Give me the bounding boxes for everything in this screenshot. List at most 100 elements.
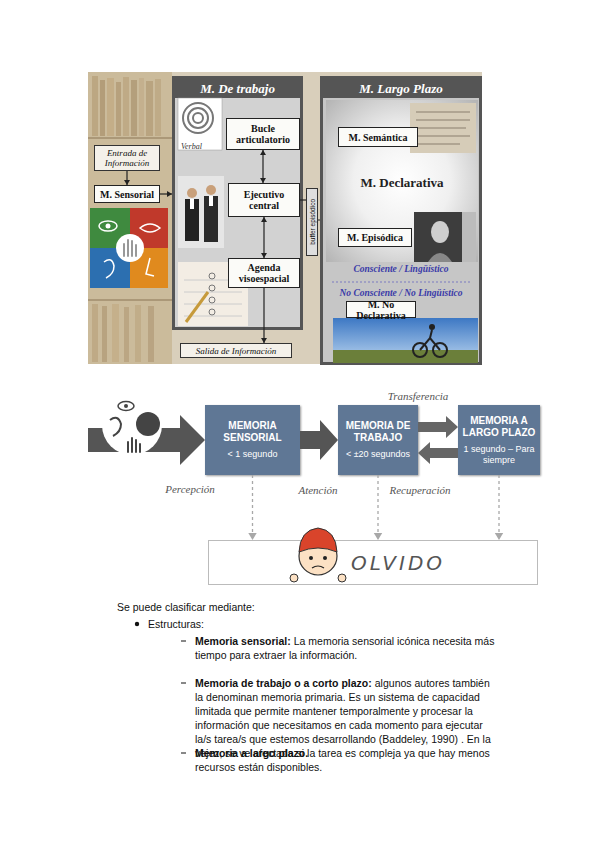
box-title: MEMORIA A LARGO PLAZO xyxy=(461,415,537,439)
bookshelf-background-part xyxy=(88,137,172,139)
dashed-arrow xyxy=(498,475,499,540)
output-box: Salida de Información xyxy=(180,343,292,358)
box-text: Agenda visoespacial xyxy=(230,262,298,284)
senses-image-part xyxy=(116,234,144,262)
people-image-part xyxy=(204,196,218,242)
buffer-box: buffer episódico xyxy=(306,188,318,256)
bookshelf-background-part xyxy=(131,80,137,136)
notebook-image-part xyxy=(184,316,242,317)
process-box: M. Semántica xyxy=(338,127,418,147)
bookshelf-background-part xyxy=(92,76,98,136)
term-heading: Memoria sensorial: xyxy=(195,635,291,647)
process-box: Ejecutivo central xyxy=(228,183,300,217)
cyclists-image xyxy=(333,318,478,363)
region-title: M. Declarativa xyxy=(326,175,478,191)
perception-arrow-part xyxy=(110,418,121,436)
notebook-image-part xyxy=(184,304,242,305)
bookshelf-background-part xyxy=(88,299,172,301)
box-text: OLVIDO xyxy=(351,551,445,575)
list-bullets-part xyxy=(181,753,186,754)
senses-image-part xyxy=(99,221,117,231)
cyclists-image-part xyxy=(333,350,478,363)
box-title: MEMORIA DE TRABAJO xyxy=(341,420,415,444)
bookshelf-background-part xyxy=(123,77,129,136)
connector-line xyxy=(160,193,172,194)
book-image-part xyxy=(410,103,476,153)
notebook-image-part xyxy=(209,285,215,291)
bookshelf-background-part xyxy=(146,81,153,136)
bookshelf-background-part xyxy=(88,72,482,364)
bookshelf-background-part xyxy=(135,305,141,362)
term-heading: Memoria de trabajo o a corto plazo: xyxy=(195,677,372,689)
bookshelf-background xyxy=(88,72,482,364)
senses-image-part xyxy=(124,240,136,256)
box-text: M. Semántica xyxy=(349,132,408,143)
perception-arrow-part xyxy=(118,402,134,411)
edge-label: Atención xyxy=(298,484,337,496)
bookshelf-background-part xyxy=(116,82,121,136)
book-image-part xyxy=(416,144,460,145)
senses-image-part xyxy=(104,260,114,278)
box-text: M. No Declarativa xyxy=(348,299,414,321)
perception-arrow-part xyxy=(124,404,128,408)
input-box: Entrada de Información xyxy=(94,145,160,171)
notebook-image-part xyxy=(209,309,215,315)
arrow-head xyxy=(374,533,382,540)
perception-arrow-part xyxy=(128,438,140,452)
woman-image-part xyxy=(462,212,476,262)
memory-box: MEMORIA A LARGO PLAZO 1 segundo – Para si… xyxy=(458,405,540,475)
cyclists-image-part xyxy=(420,330,440,350)
divider-line xyxy=(332,282,470,283)
process-box: M. No Declarativa xyxy=(346,301,416,318)
term-heading: Memoria a largo plazo. xyxy=(195,747,308,759)
box-text: Ejecutivo central xyxy=(230,189,298,211)
body-text: Se puede clasificar mediante: xyxy=(117,600,255,614)
senses-image xyxy=(90,208,168,288)
spiral-image-part xyxy=(178,98,222,150)
duration-text: 1 segundo – Para siempre xyxy=(461,444,537,466)
box-text: M. Episódica xyxy=(347,232,403,243)
list-bullets-part xyxy=(181,683,186,684)
connector xyxy=(300,420,338,460)
people-image-part xyxy=(187,188,197,198)
category-label: Consciente / Lingüístico xyxy=(353,264,448,274)
spiral-image xyxy=(178,98,222,150)
woman-image-part xyxy=(428,253,452,262)
connector xyxy=(124,171,130,185)
bookshelf-background-part xyxy=(100,80,105,136)
people-image-part xyxy=(209,196,213,206)
notebook-image-part xyxy=(209,273,215,279)
block-arrow xyxy=(418,416,458,438)
panel-title: M. Largo Plazo xyxy=(323,79,479,98)
list-paragraph: Memoria a largo plazo. xyxy=(195,746,500,760)
bookshelf-background-part xyxy=(92,304,98,362)
memory-box: MEMORIA DE TRABAJO< ±20 segundos xyxy=(338,405,418,475)
connector-line xyxy=(126,171,127,185)
connector xyxy=(160,191,172,197)
bookshelf-background-part xyxy=(124,307,129,362)
bookshelf-background-part xyxy=(107,78,114,136)
people-image-part xyxy=(185,199,199,241)
cyclists-image-part xyxy=(333,318,478,363)
people-image xyxy=(178,176,224,248)
box-text: Bucle articulatorio xyxy=(228,123,298,145)
process-label: Percepción xyxy=(165,483,215,495)
box-text: Salida de Información xyxy=(196,346,277,356)
senses-image-part xyxy=(146,258,154,276)
list-bullets-part xyxy=(181,641,186,642)
arrow-head xyxy=(248,533,256,540)
spiral-image-part xyxy=(183,103,213,133)
book-image xyxy=(410,103,476,153)
block-arrow xyxy=(418,442,458,464)
woman-image xyxy=(414,212,476,262)
bookshelf-background-part xyxy=(139,78,144,136)
connector xyxy=(418,442,458,464)
dashed-arrow xyxy=(377,475,378,540)
list-paragraph: Memoria de trabajo o a corto plazo:algun… xyxy=(195,676,500,774)
list-item: Estructuras: xyxy=(148,617,204,631)
box-text: Entrada de Información xyxy=(96,148,158,168)
people-image-part xyxy=(178,176,224,248)
notebook-image-part xyxy=(184,292,242,293)
box-text: buffer episódico xyxy=(309,199,316,245)
arrow-head xyxy=(495,533,503,540)
